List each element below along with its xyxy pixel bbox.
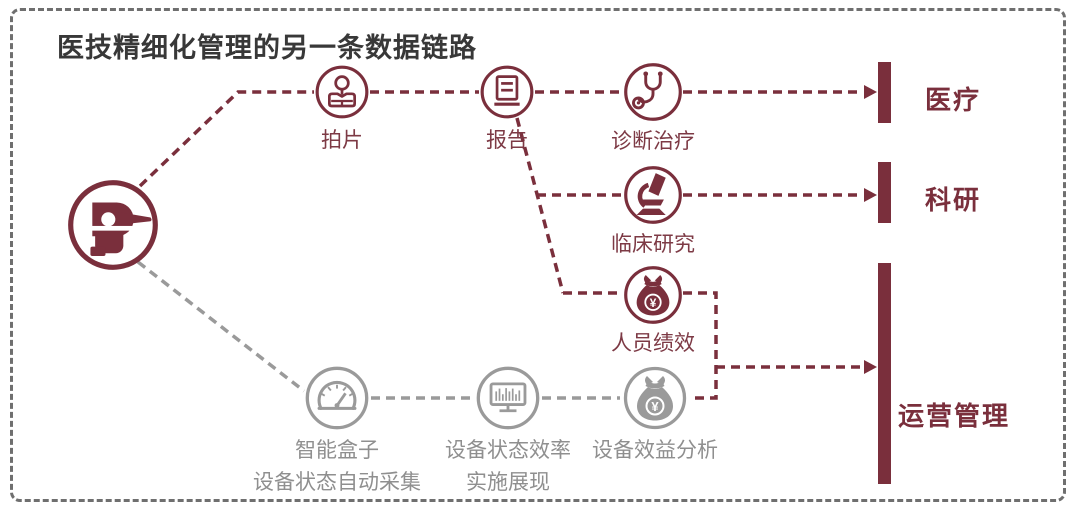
node-label-performance: 人员绩效 xyxy=(611,332,695,355)
node-benefit: ¥ xyxy=(622,365,688,431)
ct-scanner-icon xyxy=(68,180,158,270)
money-bag-icon: ¥ xyxy=(623,366,687,430)
node-research xyxy=(623,165,683,225)
node-label-line1: 设备效益分析 xyxy=(592,439,718,462)
monitor-chart-icon xyxy=(476,366,540,430)
connector-performance-to-benefit xyxy=(683,291,718,400)
category-label-medical: 医疗 xyxy=(925,85,982,115)
diagram-title: 医技精细化管理的另一条数据链路 xyxy=(57,33,477,63)
xray-machine-icon xyxy=(315,65,369,119)
yuan-symbol: ¥ xyxy=(650,296,657,310)
connector-report-branch-diagonal xyxy=(515,117,565,294)
medical-category-bar xyxy=(878,62,891,123)
node-film xyxy=(314,64,370,120)
node-label-diagnosis: 诊断治疗 xyxy=(611,130,695,153)
node-label-line1: 智能盒子 xyxy=(295,439,379,462)
arrowhead-research xyxy=(864,188,877,202)
money-bag-icon: ¥ xyxy=(624,266,682,324)
node-label-benefit: 设备效益分析 xyxy=(592,435,718,467)
arrowhead-operations xyxy=(864,360,877,374)
node-report xyxy=(479,64,535,120)
gauge-icon xyxy=(305,366,369,430)
connector-source-to-smartbox xyxy=(136,260,306,393)
connector-source-to-film xyxy=(138,90,314,188)
node-label-research: 临床研究 xyxy=(611,233,695,256)
node-label-line1: 设备状态效率 xyxy=(445,439,571,462)
report-icon xyxy=(480,65,534,119)
node-diagnosis xyxy=(623,62,683,122)
node-label-film: 拍片 xyxy=(321,129,363,152)
node-label-smartbox: 智能盒子 设备状态自动采集 xyxy=(253,435,421,499)
research-category-bar xyxy=(878,162,891,223)
node-source xyxy=(66,178,160,272)
category-label-research: 科研 xyxy=(925,185,982,215)
node-smartbox xyxy=(304,365,370,431)
yuan-symbol: ¥ xyxy=(651,399,659,414)
arrowhead-medical xyxy=(864,85,877,99)
node-label-report: 报告 xyxy=(486,129,528,152)
node-performance: ¥ xyxy=(623,265,683,325)
node-label-line2: 设备状态自动采集 xyxy=(253,471,421,494)
node-label-efficiency: 设备状态效率 实施展现 xyxy=(445,435,571,499)
microscope-icon xyxy=(624,166,682,224)
operations-category-bar xyxy=(878,263,891,484)
category-label-operations: 运营管理 xyxy=(898,401,1011,431)
node-efficiency xyxy=(475,365,541,431)
stethoscope-icon xyxy=(624,63,682,121)
node-label-line2: 实施展现 xyxy=(466,471,550,494)
